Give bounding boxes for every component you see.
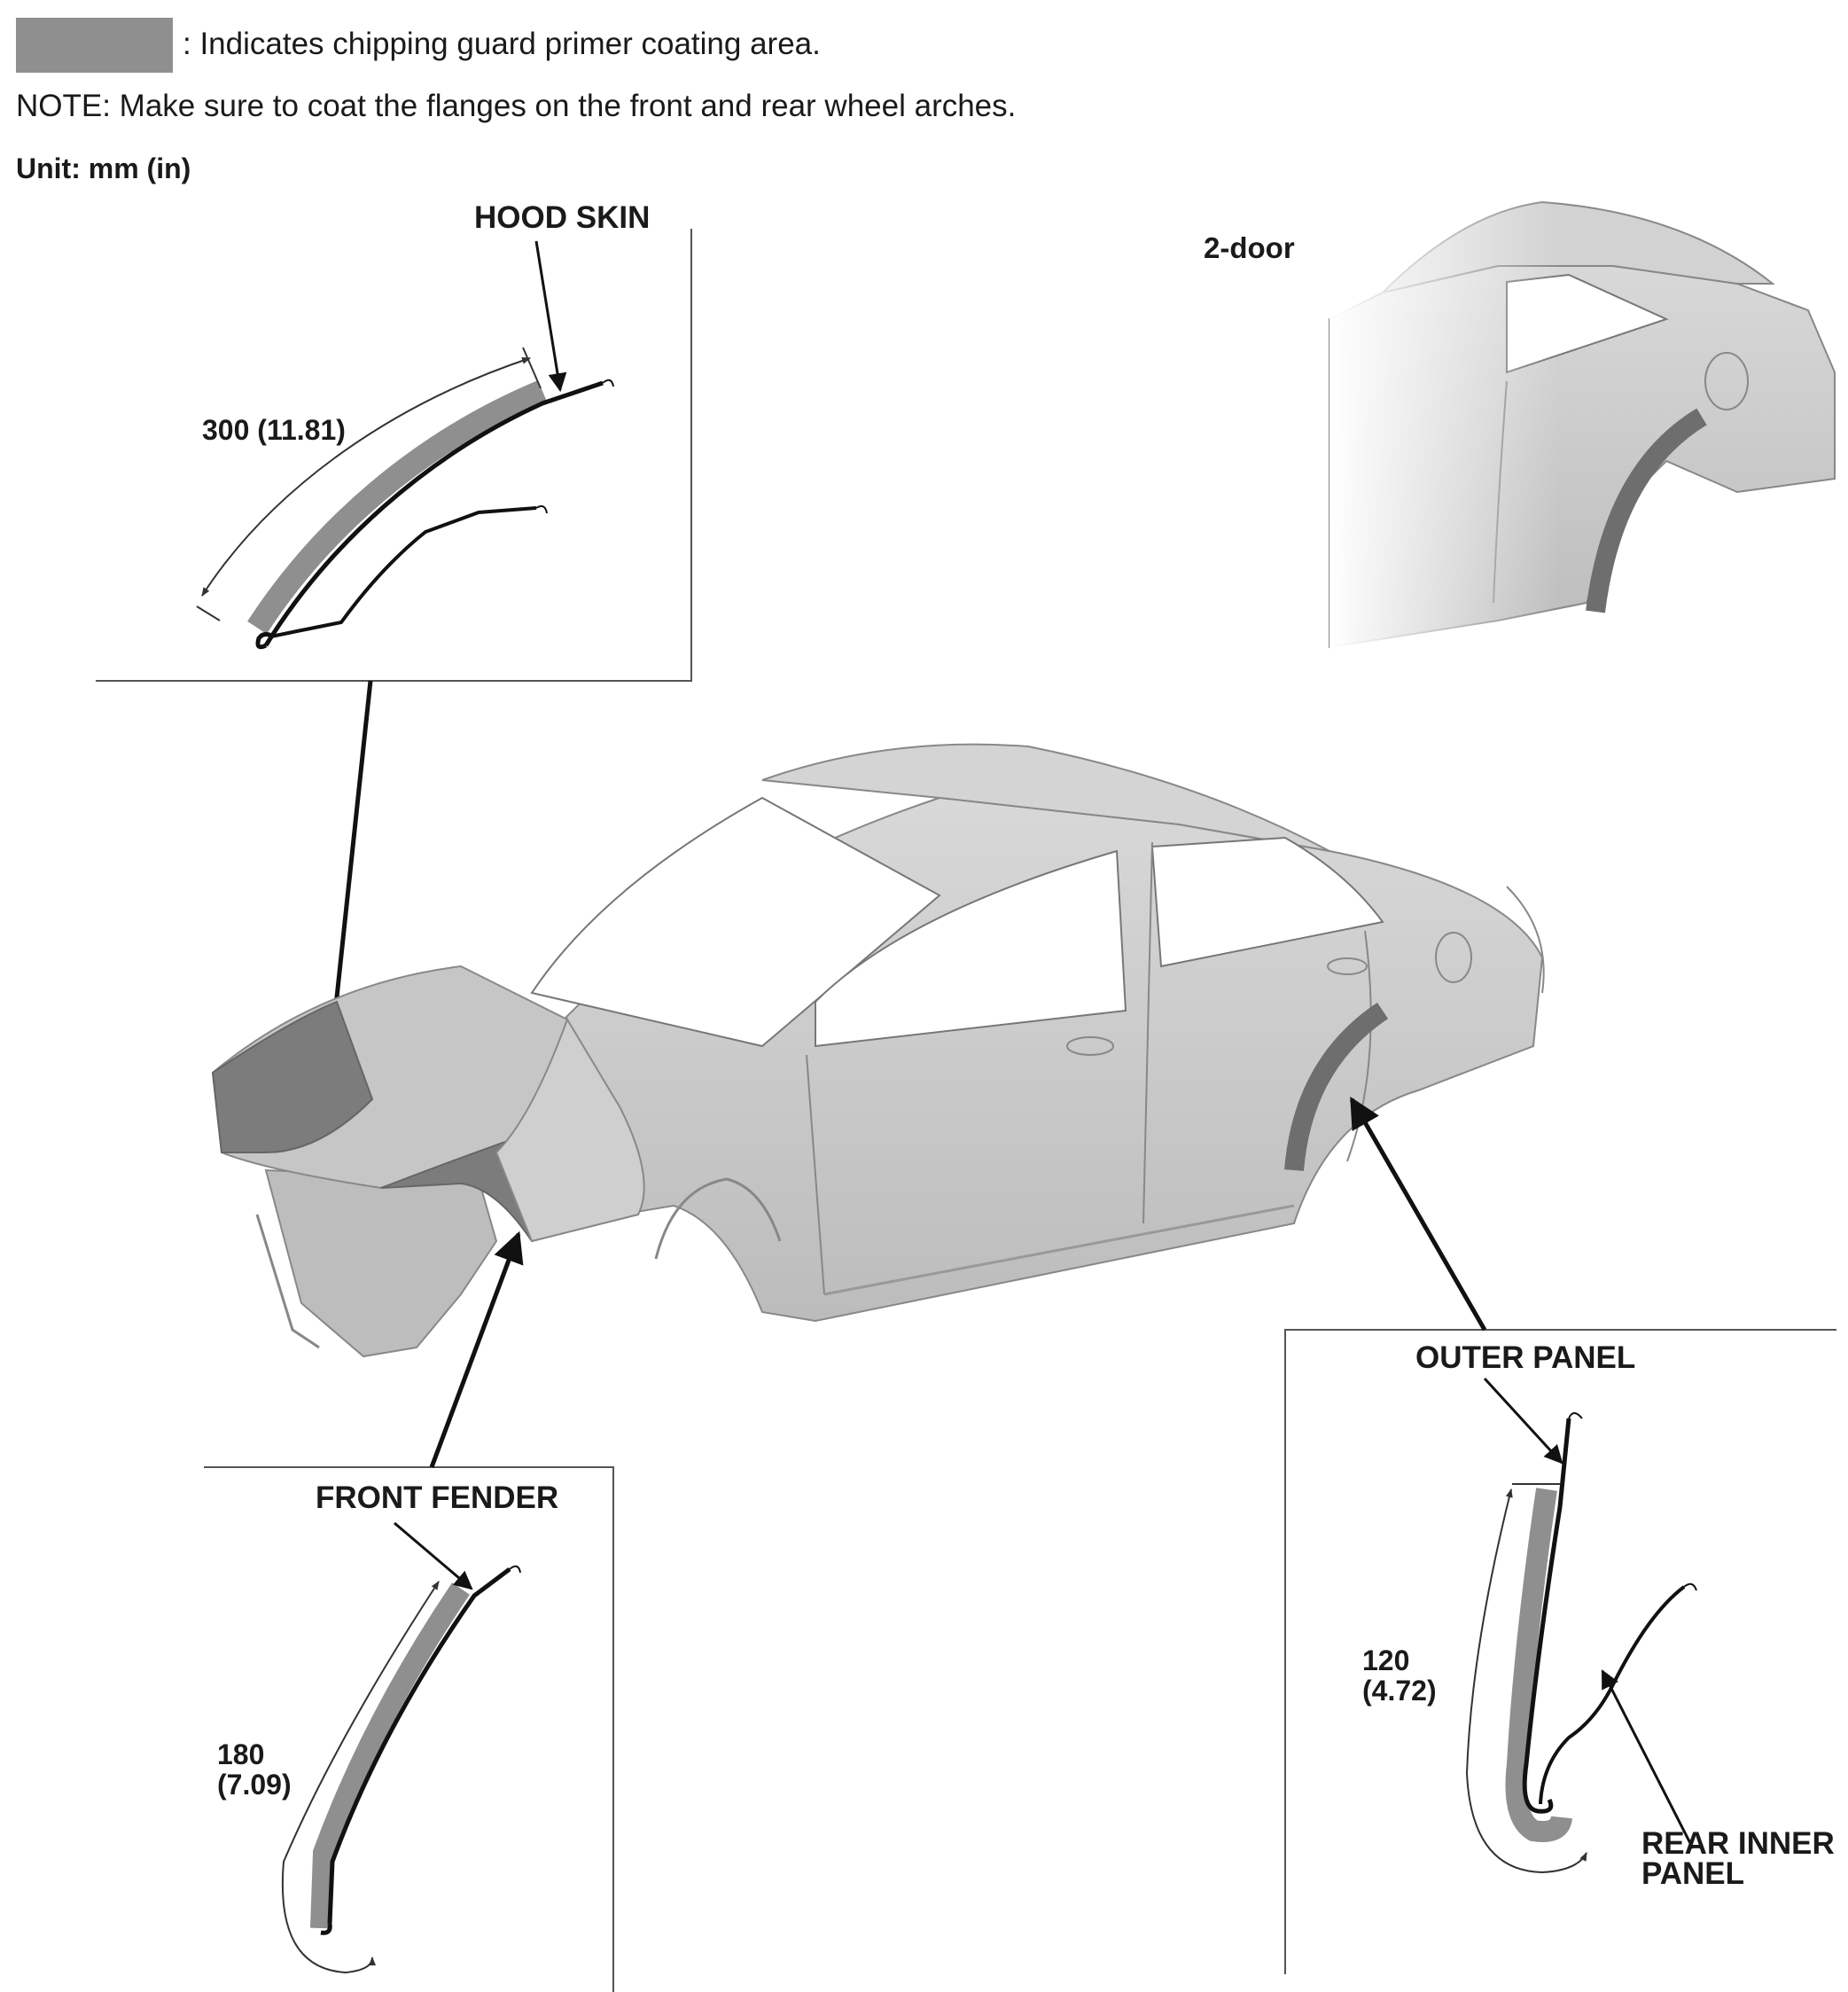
hood-dimension-label: 300 (11.81): [202, 414, 346, 446]
two-door-car-illustration: [1329, 195, 1836, 656]
rear-inner-panel-label-line1: REAR INNER: [1641, 1826, 1835, 1861]
rear-dimension-line2: (4.72): [1362, 1675, 1437, 1707]
coating-legend-swatch: [16, 18, 173, 73]
unit-text: Unit: mm (in): [16, 152, 191, 184]
rear-inner-panel-label-line2: PANEL: [1641, 1856, 1745, 1891]
sedan-body-illustration: [211, 743, 1545, 1358]
front-fender-detail-box: [204, 1230, 614, 1992]
outer-panel-label: OUTER PANEL: [1415, 1340, 1636, 1375]
hood-detail-box: [96, 229, 692, 1067]
hood-skin-label: HOOD SKIN: [474, 200, 651, 235]
note-text: NOTE: Make sure to coat the flanges on t…: [16, 89, 1017, 123]
front-fender-dimension-line1: 180: [217, 1738, 265, 1770]
two-door-label: 2-door: [1204, 231, 1295, 264]
coating-legend-text: : Indicates chipping guard primer coatin…: [183, 27, 821, 61]
rear-arch-detail-box: [1284, 1096, 1836, 1974]
rear-dimension-line1: 120: [1362, 1644, 1410, 1676]
front-fender-label: FRONT FENDER: [316, 1480, 559, 1515]
front-fender-dimension-line2: (7.09): [217, 1769, 292, 1801]
